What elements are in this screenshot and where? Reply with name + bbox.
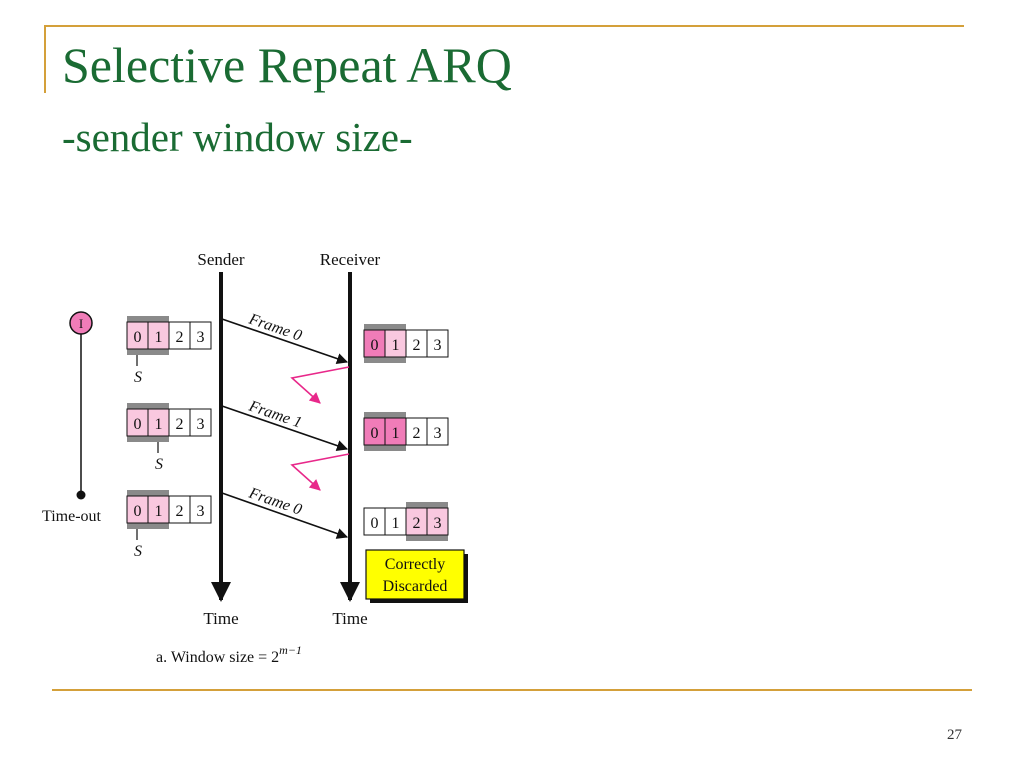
cell-label-3: 3 xyxy=(197,329,205,346)
timeout-label: Time-out xyxy=(42,508,102,525)
sender-header: Sender xyxy=(197,250,245,269)
s-marker: S xyxy=(134,369,142,386)
caption-prefix: a. Window size = 2 xyxy=(156,649,279,666)
cell-label-2: 2 xyxy=(413,515,421,532)
window-bar-bottom xyxy=(364,445,406,451)
sender-time-label: Time xyxy=(203,609,238,628)
cell-label-1: 1 xyxy=(155,329,163,346)
window-cell-3 xyxy=(426,507,449,536)
cell-label-1: 1 xyxy=(155,503,163,520)
cell-label-0: 0 xyxy=(134,416,142,433)
cell-label-3: 3 xyxy=(434,337,442,354)
window-cell-3 xyxy=(189,495,212,524)
slide-title: Selective Repeat ARQ xyxy=(62,37,512,93)
receiver-window-2: 0 1 2 3 xyxy=(363,412,449,451)
cell-label-3: 3 xyxy=(434,425,442,442)
window-bar-top xyxy=(364,324,406,330)
frame-arrow-1 xyxy=(221,318,349,365)
window-cell-3 xyxy=(426,417,449,446)
window-bar-bottom xyxy=(127,436,169,442)
receiver-header: Receiver xyxy=(320,250,381,269)
cell-label-0: 0 xyxy=(371,515,379,532)
timer-icon-label: I xyxy=(79,316,83,331)
window-bar-top xyxy=(127,490,169,496)
window-bar-bottom xyxy=(127,523,169,529)
frame-label-2: Frame 1 xyxy=(246,397,304,431)
cell-label-0: 0 xyxy=(134,503,142,520)
receiver-window-1: 0 1 2 3 xyxy=(363,324,449,363)
cell-label-1: 1 xyxy=(392,425,400,442)
bottom-border-line xyxy=(52,689,972,691)
window-bar-top xyxy=(364,412,406,418)
sender-window-2: 0 1 2 3 S xyxy=(126,403,212,473)
window-bar-top xyxy=(127,316,169,322)
page-number: 27 xyxy=(947,727,962,743)
window-bar-bottom xyxy=(127,349,169,355)
timer-icon xyxy=(69,311,93,335)
cell-label-2: 2 xyxy=(176,329,184,346)
cell-label-2: 2 xyxy=(413,337,421,354)
figure-caption: a. Window size = 2m−1 xyxy=(156,643,302,666)
s-marker: S xyxy=(155,456,163,473)
cell-label-1: 1 xyxy=(392,515,400,532)
s-marker: S xyxy=(134,543,142,560)
window-bar-bottom xyxy=(406,535,448,541)
sender-window-1: 0 1 2 3 S xyxy=(126,316,212,386)
window-bar-bottom xyxy=(364,357,406,363)
callout-line-1: Correctly xyxy=(385,556,445,573)
window-bar-top xyxy=(127,403,169,409)
cell-label-2: 2 xyxy=(176,416,184,433)
cell-label-0: 0 xyxy=(134,329,142,346)
cell-label-0: 0 xyxy=(371,425,379,442)
receiver-window-3: 0 1 2 3 xyxy=(363,502,449,541)
sender-window-3: 0 1 2 3 S xyxy=(126,490,212,560)
lost-ack-arrow-2 xyxy=(290,453,350,491)
window-bar-top xyxy=(406,502,448,508)
cell-label-3: 3 xyxy=(197,503,205,520)
cell-label-3: 3 xyxy=(197,416,205,433)
timeout-dot xyxy=(76,490,86,500)
top-border-line xyxy=(44,25,964,27)
cell-label-3: 3 xyxy=(434,515,442,532)
callout-line-2: Discarded xyxy=(383,578,448,595)
callout-box xyxy=(365,549,465,600)
frame-arrow-2 xyxy=(221,405,349,452)
cell-label-1: 1 xyxy=(392,337,400,354)
frame-label-3: Frame 0 xyxy=(246,484,304,518)
frame-arrow-3 xyxy=(221,492,349,539)
cell-label-2: 2 xyxy=(176,503,184,520)
cell-label-1: 1 xyxy=(155,416,163,433)
cell-label-2: 2 xyxy=(413,425,421,442)
correctly-discarded-callout: Correctly Discarded xyxy=(365,549,468,603)
cell-label-0: 0 xyxy=(371,337,379,354)
slide-subtitle: -sender window size- xyxy=(62,114,413,160)
window-cell-3 xyxy=(189,408,212,437)
window-cell-3 xyxy=(426,329,449,358)
window-cell-3 xyxy=(189,321,212,350)
caption-exponent: m−1 xyxy=(279,643,302,657)
lost-ack-arrow-1 xyxy=(290,366,350,404)
receiver-time-label: Time xyxy=(332,609,367,628)
frame-label-1: Frame 0 xyxy=(246,310,304,344)
left-border-line xyxy=(44,25,46,93)
